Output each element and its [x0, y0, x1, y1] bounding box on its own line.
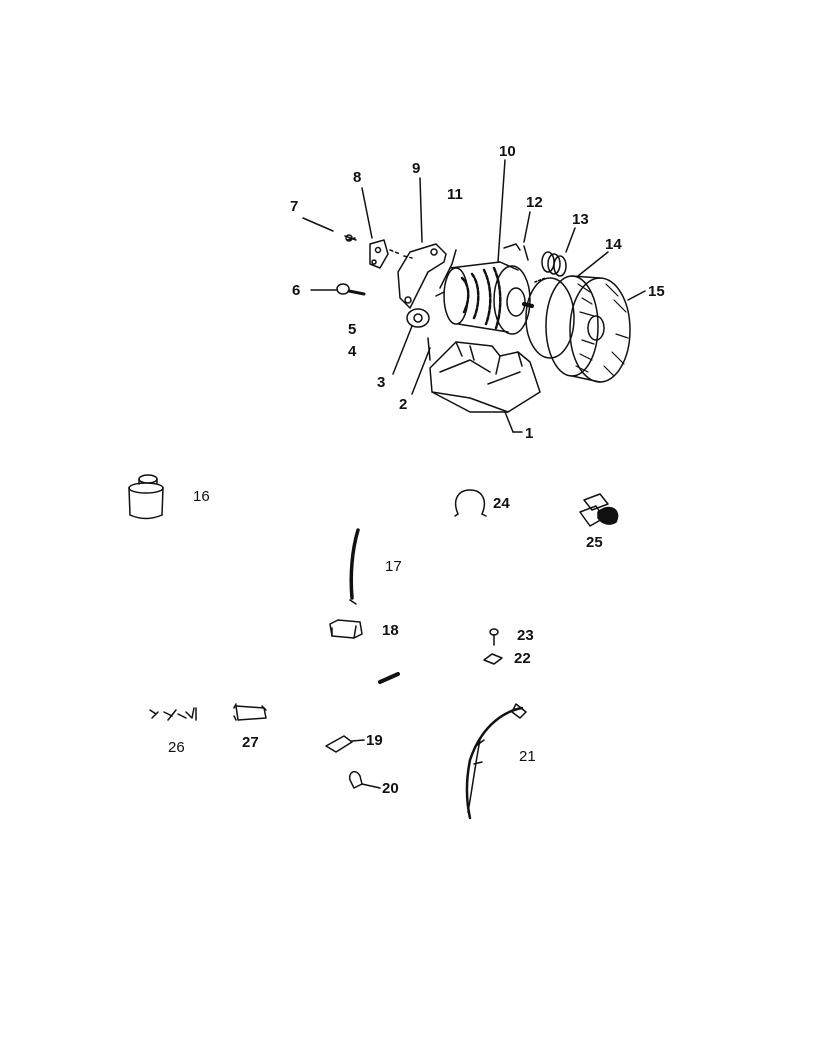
callout-2: 2	[399, 396, 408, 413]
callout-20: 20	[382, 780, 399, 797]
callout-19: 19	[366, 732, 383, 749]
part-26-hardware	[149, 707, 197, 721]
part-2-clip	[411, 337, 431, 395]
part-10-motor	[443, 159, 534, 335]
part-27-hinge	[233, 703, 267, 721]
callout-12: 12	[526, 194, 543, 211]
part-18-block	[329, 619, 363, 639]
part-21-harness	[465, 703, 527, 820]
part-6-bolt	[310, 283, 366, 296]
callout-5: 5	[348, 321, 357, 338]
part-15-blower-wheel	[545, 275, 646, 383]
callout-11: 11	[447, 186, 463, 203]
callout-15: 15	[648, 283, 665, 300]
part-23-screw	[489, 628, 499, 646]
callout-8: 8	[353, 169, 362, 186]
part-8-link	[361, 187, 413, 269]
part-13-spring	[541, 227, 576, 277]
part-19-connector	[325, 735, 365, 753]
part-9-bracket	[397, 177, 447, 309]
callout-7: 7	[290, 198, 299, 215]
callout-24: 24	[493, 495, 510, 512]
callout-25: 25	[586, 534, 603, 551]
small-pin	[378, 672, 400, 684]
part-17-cord	[349, 528, 360, 605]
callout-27: 27	[242, 734, 259, 751]
callout-16: 16	[193, 488, 210, 505]
callout-17: 17	[385, 558, 402, 575]
callout-4: 4	[348, 343, 357, 360]
callout-9: 9	[412, 160, 421, 177]
part-25-label	[579, 493, 619, 527]
callout-1: 1	[525, 425, 534, 442]
part-11-wire	[435, 249, 457, 297]
callout-21: 21	[519, 748, 536, 765]
part-3-bushing	[392, 308, 430, 375]
callout-13: 13	[572, 211, 589, 228]
part-22-nut	[483, 653, 503, 665]
part-12-clip	[503, 211, 531, 261]
callout-23: 23	[517, 627, 534, 644]
callout-22: 22	[514, 650, 531, 667]
callout-26: 26	[168, 739, 185, 756]
callout-10: 10	[499, 143, 516, 160]
callout-6: 6	[292, 282, 301, 299]
part-24-clip	[454, 489, 487, 517]
part-16-cylinder	[128, 474, 164, 520]
callout-18: 18	[382, 622, 399, 639]
part-20-clamp	[348, 770, 381, 789]
part-1-motor-mount	[429, 341, 541, 433]
part-7-screw	[302, 217, 357, 242]
callout-3: 3	[377, 374, 386, 391]
callout-14: 14	[605, 236, 622, 253]
part-14-ring	[525, 251, 609, 359]
